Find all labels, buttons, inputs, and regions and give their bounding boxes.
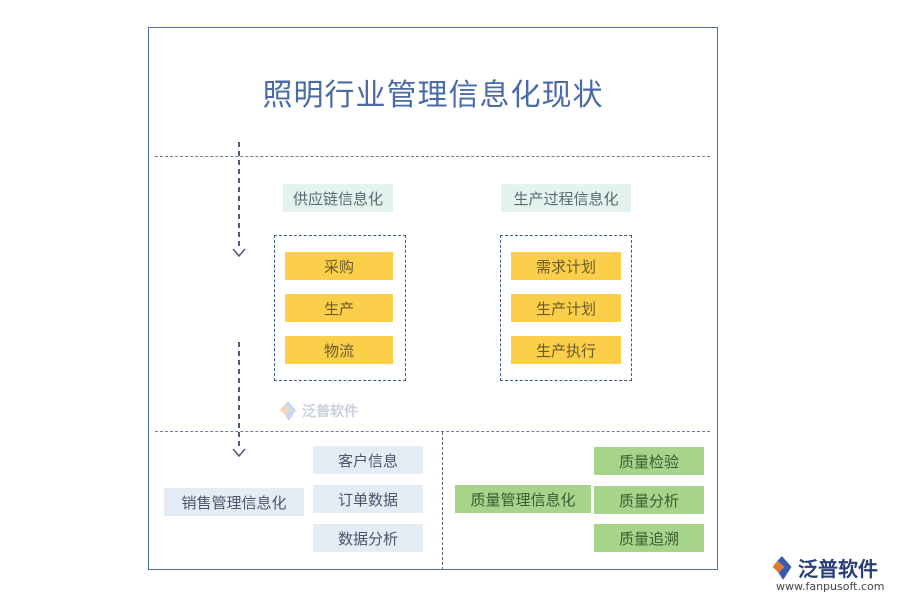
flow-line-top <box>238 142 240 250</box>
supply-chain-label: 供应链信息化 <box>283 184 393 212</box>
brand-logo: 泛普软件 <box>770 553 878 582</box>
production-process-box <box>500 235 632 381</box>
fanpu-logo-icon <box>280 401 296 421</box>
production-process-label: 生产过程信息化 <box>501 184 631 212</box>
supply-item-production: 生产 <box>285 294 393 322</box>
production-item-production-plan: 生产计划 <box>511 294 621 322</box>
brand-url: www.fanpusoft.com <box>776 580 885 593</box>
quality-item-traceability: 质量追溯 <box>594 524 704 552</box>
brand-logo-text: 泛普软件 <box>798 557 878 581</box>
supply-chain-box <box>274 235 406 381</box>
arrow-down-icon <box>232 448 246 458</box>
supply-item-procurement: 采购 <box>285 252 393 280</box>
sales-label: 销售管理信息化 <box>164 488 304 516</box>
flow-line-bottom <box>238 342 240 450</box>
production-item-execution: 生产执行 <box>511 336 621 364</box>
quality-item-analysis: 质量分析 <box>594 486 704 514</box>
sales-item-data-analysis: 数据分析 <box>313 524 423 552</box>
diagram-frame <box>148 27 718 570</box>
bottom-separator <box>155 431 710 432</box>
top-separator <box>155 156 710 157</box>
watermark-text: 泛普软件 <box>302 404 358 420</box>
sales-item-customer-info: 客户信息 <box>313 446 423 474</box>
page-title: 照明行业管理信息化现状 <box>262 78 604 113</box>
fanpu-logo-icon <box>772 555 792 580</box>
arrow-down-icon <box>232 248 246 258</box>
production-item-demand-plan: 需求计划 <box>511 252 621 280</box>
quality-item-inspection: 质量检验 <box>594 447 704 475</box>
supply-item-logistics: 物流 <box>285 336 393 364</box>
watermark: 泛普软件 <box>278 400 358 422</box>
section-divider <box>442 432 443 570</box>
quality-label: 质量管理信息化 <box>455 485 591 513</box>
sales-item-order-data: 订单数据 <box>313 485 423 513</box>
